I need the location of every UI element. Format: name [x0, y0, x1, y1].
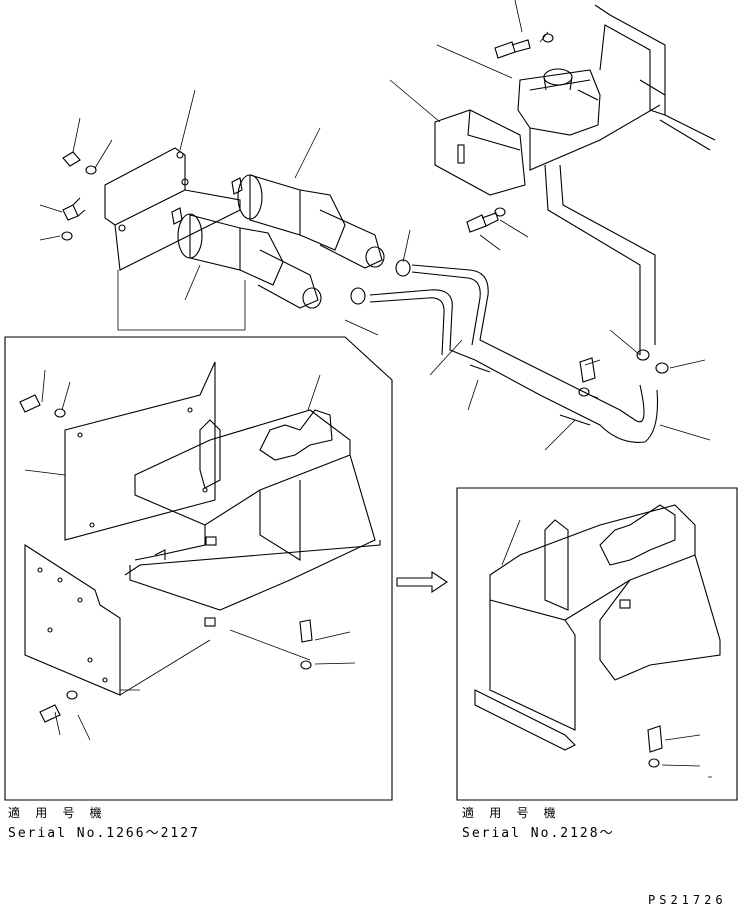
old-bracket-assembly	[124, 409, 381, 627]
left-applicability-label: 適 用 号 機	[8, 806, 106, 820]
left-side-plate	[64, 361, 216, 541]
right-panel-frame	[456, 487, 738, 801]
nut-washer-set	[61, 151, 97, 241]
accumulator-cylinder-upper	[231, 174, 385, 269]
accumulator-cylinder-lower	[171, 207, 322, 309]
bolt-top	[494, 33, 554, 59]
arrow-icon	[396, 570, 448, 594]
right-bolts	[647, 725, 663, 768]
reservoir-tank	[517, 68, 601, 136]
left-bolts	[19, 394, 313, 723]
tank-bracket	[529, 4, 716, 355]
cylinder-bracket	[104, 147, 241, 271]
tank-cover	[434, 109, 526, 196]
left-panel-frame	[4, 336, 393, 801]
drawing-code: PS21726	[648, 893, 727, 907]
new-bracket-assembly	[474, 504, 721, 751]
left-serial-range: Serial No.1266～2127	[8, 826, 200, 841]
right-serial-range: Serial No.2128～	[462, 826, 615, 841]
bolt-mid	[466, 207, 506, 233]
hydraulic-pipes	[350, 259, 669, 443]
right-applicability-label: 適 用 号 機	[462, 806, 560, 820]
lower-cover-plate	[24, 543, 121, 696]
pipe-bolt	[578, 357, 596, 397]
